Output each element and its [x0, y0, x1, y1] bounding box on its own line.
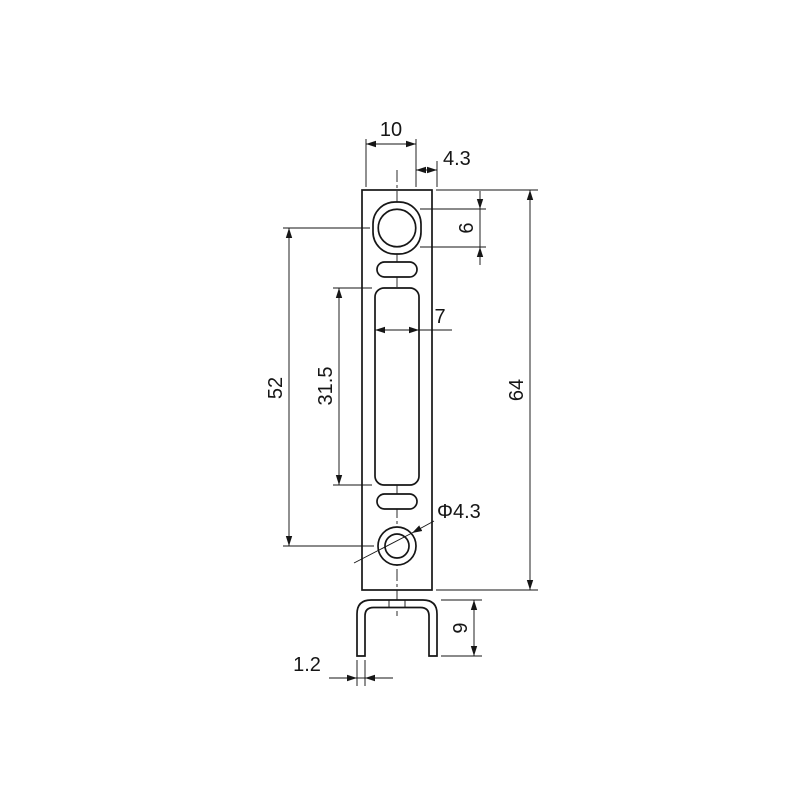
dim-top-offset: 4.3 — [416, 148, 471, 187]
dim-label-overall-length: 64 — [506, 379, 528, 401]
keyhole-hole — [377, 208, 417, 248]
main-slot — [374, 287, 420, 486]
dim-keyhole: 6 — [420, 191, 486, 265]
bottom-hole — [384, 533, 410, 559]
dim-label-thickness: 1.2 — [293, 654, 321, 676]
dim-hole-diameter: Φ4.3 — [353, 501, 481, 564]
dim-label-channel-height: 9 — [450, 622, 472, 633]
dim-top-width: 10 — [365, 119, 417, 187]
dim-label-top-offset: 4.3 — [443, 148, 471, 170]
end-view-dimensions: 9 1.2 — [293, 599, 482, 686]
dim-channel-height: 9 — [441, 599, 482, 657]
dim-slot-width: 7 — [375, 306, 452, 334]
leader-line-extension — [353, 532, 413, 564]
upper-slot — [376, 261, 418, 278]
lower-slot — [376, 493, 418, 510]
dim-overall-length: 64 — [436, 189, 538, 591]
front-view-dimensions: 10 4.3 6 7 52 — [265, 119, 538, 591]
dim-hole-spacing: 52 — [265, 227, 374, 547]
dim-label-slot-width: 7 — [434, 306, 445, 328]
dim-label-keyhole: 6 — [456, 222, 478, 233]
dim-label-hole-diameter: Φ4.3 — [437, 501, 481, 523]
dim-label-top-width: 10 — [380, 119, 402, 141]
dim-label-slot-length: 31.5 — [315, 367, 337, 406]
dim-label-hole-spacing: 52 — [265, 377, 287, 399]
front-view — [361, 170, 433, 616]
leader-line — [411, 520, 435, 534]
end-view — [356, 599, 438, 657]
channel-profile — [356, 599, 438, 657]
dim-slot-length: 31.5 — [315, 287, 372, 486]
dim-thickness: 1.2 — [293, 654, 393, 686]
